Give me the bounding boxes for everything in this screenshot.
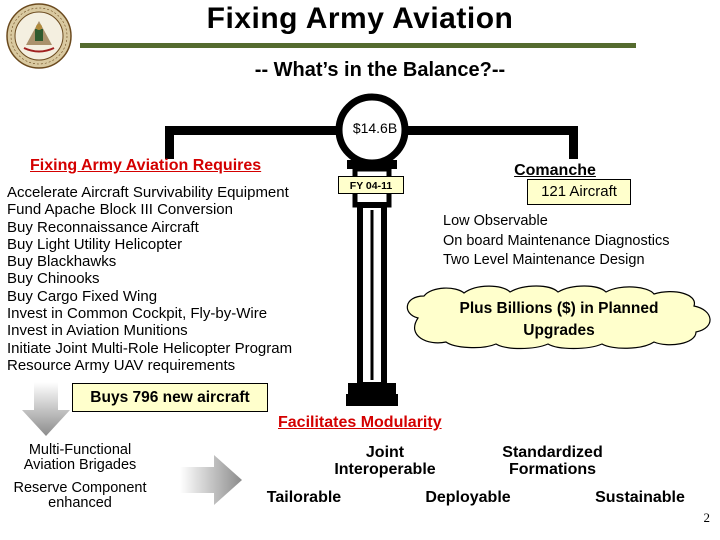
aviation-brigades-label: Multi-Functional Aviation Brigades	[5, 443, 155, 472]
list-item: Fund Apache Block III Conversion	[7, 201, 233, 219]
list-item: Buy Reconnaissance Aircraft	[7, 218, 199, 236]
page-subtitle: -- What’s in the Balance?--	[254, 59, 506, 81]
list-item: Accelerate Aircraft Survivability Equipm…	[7, 184, 289, 201]
list-item: Invest in Common Cockpit, Fly-by-Wire	[7, 305, 268, 323]
upgrades-line-2: Upgrades	[523, 322, 595, 339]
cloud-shape	[406, 285, 711, 350]
joint-line-1: Joint	[365, 444, 405, 461]
list-item: Initiate Joint Multi-Role Helicopter Pro…	[7, 339, 293, 357]
list-item: On board Maintenance Diagnostics	[443, 232, 670, 249]
reserve-line-2: enhanced	[48, 494, 112, 511]
list-item: Two Level Maintenance Design	[443, 252, 645, 268]
fiscal-year-badge: FY 04-11	[338, 176, 404, 194]
standardized-line-2: Formations	[508, 461, 597, 478]
requirements-list: Accelerate Aircraft Survivability Equipm…	[7, 184, 292, 374]
joint-interoperable-label: Joint Interoperable	[320, 444, 450, 478]
upgrades-line-1: Plus Billions ($) in Planned	[459, 300, 659, 317]
list-item: Buy Blackhawks	[7, 253, 117, 271]
comanche-heading: Comanche	[514, 162, 596, 179]
standardized-line-1: Standardized	[502, 444, 603, 461]
list-item: Buy Cargo Fixed Wing	[7, 287, 158, 305]
modularity-heading: Facilitates Modularity	[278, 414, 442, 431]
reserve-component-label: Reserve Component enhanced	[5, 481, 155, 510]
requirements-heading: Fixing Army Aviation Requires	[30, 157, 262, 174]
list-item: Buy Light Utility Helicopter	[7, 235, 183, 253]
new-aircraft-total: Buys 796 new aircraft	[72, 383, 268, 412]
right-arrow-icon	[180, 455, 242, 505]
deployable-label: Deployable	[425, 489, 511, 506]
funding-amount: $14.6B	[352, 120, 398, 136]
list-item: Resource Army UAV requirements	[7, 356, 236, 374]
brigades-line-1: Multi-Functional	[28, 442, 132, 458]
brigades-line-2: Aviation Brigades	[23, 456, 137, 473]
army-seal-icon	[6, 3, 72, 69]
title-divider	[80, 43, 636, 48]
page-title: Fixing Army Aviation	[206, 2, 514, 35]
list-item: Buy Chinooks	[7, 270, 100, 288]
down-arrow-icon	[22, 382, 70, 436]
reserve-line-1: Reserve Component	[13, 480, 147, 496]
joint-line-2: Interoperable	[334, 461, 436, 478]
standardized-formations-label: Standardized Formations	[480, 444, 625, 478]
upgrades-note: Plus Billions ($) in Planned Upgrades	[428, 298, 690, 342]
comanche-aircraft-count: 121 Aircraft	[527, 179, 631, 205]
list-item: Invest in Aviation Munitions	[7, 322, 188, 340]
list-item: Low Observable	[443, 213, 548, 229]
tailorable-label: Tailorable	[266, 489, 342, 506]
comanche-features-list: Low Observable On board Maintenance Diag…	[443, 212, 670, 271]
page-number: 2	[703, 510, 711, 525]
sustainable-label: Sustainable	[595, 489, 685, 506]
